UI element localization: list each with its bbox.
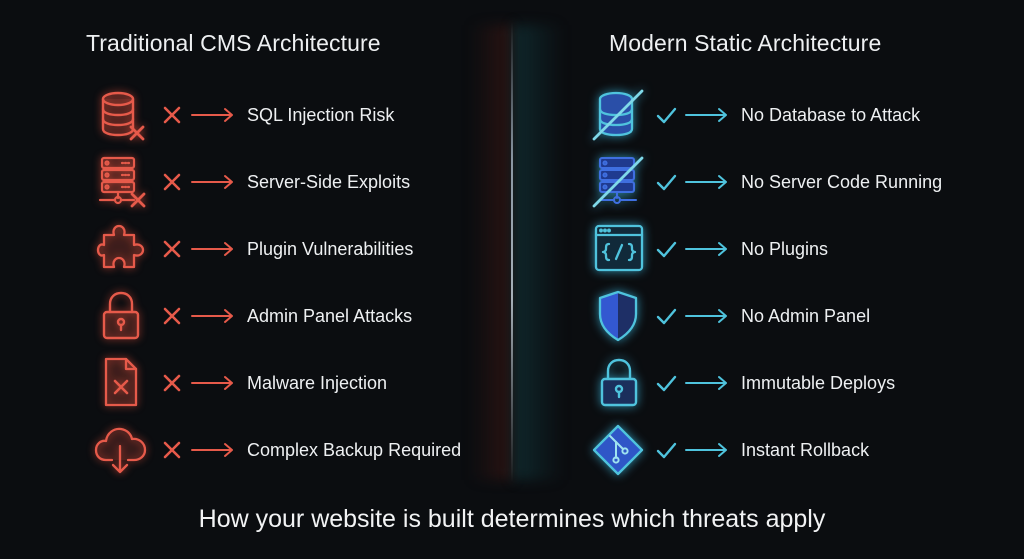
threat-label: Server-Side Exploits (247, 171, 411, 192)
arrow-right-icon (685, 108, 727, 122)
divider-glow-red (470, 25, 512, 480)
threat-row: Plugin Vulnerabilities (96, 219, 413, 279)
threat-label: Malware Injection (247, 372, 388, 393)
cloud-download-icon (94, 422, 152, 478)
code-window-icon (590, 221, 646, 277)
git-branch-icon (590, 422, 646, 478)
benefit-row: No Admin Panel (590, 286, 870, 346)
arrow-right-icon (191, 443, 233, 457)
threat-row: SQL Injection Risk (96, 85, 394, 145)
arrow-right-icon (191, 175, 233, 189)
threat-label: SQL Injection Risk (247, 104, 395, 125)
arrow-right-icon (685, 175, 727, 189)
benefit-label: Immutable Deploys (741, 372, 896, 393)
server-icon (96, 154, 152, 210)
divider-glow-teal (513, 25, 563, 480)
traditional-cms-title: Traditional CMS Architecture (86, 30, 381, 56)
center-divider (511, 22, 513, 482)
benefit-label: No Database to Attack (741, 104, 921, 125)
check-mark-icon (656, 241, 677, 258)
puzzle-piece-icon (96, 221, 152, 277)
x-mark-icon (163, 307, 181, 325)
threat-row: Malware Injection (96, 353, 387, 413)
threat-label: Plugin Vulnerabilities (247, 238, 414, 259)
threat-row: Complex Backup Required (94, 420, 462, 480)
arrow-right-icon (685, 242, 727, 256)
x-mark-icon (163, 240, 181, 258)
check-mark-icon (656, 442, 677, 459)
benefit-label: No Server Code Running (741, 171, 943, 192)
x-mark-icon (163, 441, 181, 459)
threat-row: Server-Side Exploits (96, 152, 410, 212)
threat-label: Complex Backup Required (247, 439, 462, 460)
database-icon (96, 87, 152, 143)
check-mark-icon (656, 308, 677, 325)
server-crossed-icon (590, 154, 646, 210)
x-mark-icon (163, 106, 181, 124)
check-mark-icon (656, 375, 677, 392)
padlock-icon (590, 355, 646, 411)
arrow-right-icon (685, 376, 727, 390)
arrow-right-icon (191, 376, 233, 390)
check-mark-icon (656, 107, 677, 124)
threat-label: Admin Panel Attacks (247, 305, 413, 326)
arrow-right-icon (685, 443, 727, 457)
benefit-row: No Plugins (590, 219, 828, 279)
benefit-row: No Database to Attack (590, 85, 920, 145)
arrow-right-icon (191, 242, 233, 256)
benefit-label: Instant Rollback (741, 439, 870, 460)
benefit-row: Immutable Deploys (590, 353, 895, 413)
benefit-row: No Server Code Running (590, 152, 942, 212)
threat-row: Admin Panel Attacks (96, 286, 412, 346)
benefit-row: Instant Rollback (590, 420, 869, 480)
padlock-icon (96, 288, 152, 344)
arrow-right-icon (191, 108, 233, 122)
benefit-label: No Plugins (741, 238, 829, 259)
shield-icon (590, 288, 646, 344)
benefit-label: No Admin Panel (741, 305, 871, 326)
x-mark-icon (163, 374, 181, 392)
infected-file-icon (96, 355, 152, 411)
arrow-right-icon (191, 309, 233, 323)
x-mark-icon (163, 173, 181, 191)
modern-static-title: Modern Static Architecture (609, 30, 882, 56)
check-mark-icon (656, 174, 677, 191)
arrow-right-icon (685, 309, 727, 323)
footer-caption: How your website is built determines whi… (198, 505, 826, 533)
database-crossed-icon (590, 87, 646, 143)
